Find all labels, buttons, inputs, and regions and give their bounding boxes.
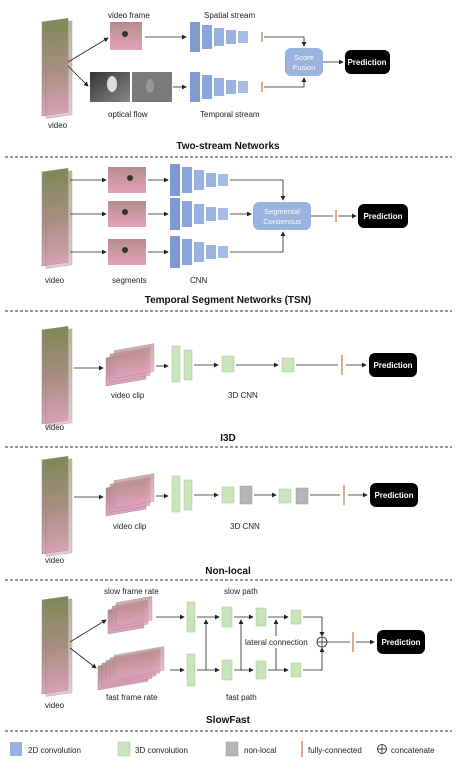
prediction-box (358, 204, 408, 228)
segments-label: segments (112, 276, 147, 285)
video-stack (41, 168, 73, 269)
cnn3d-blocks (171, 345, 295, 383)
section-title: Non-local (205, 566, 251, 577)
fast-clip-stack (97, 646, 165, 691)
video-frame-label: video frame (108, 11, 150, 20)
i3d-section: video video clip 3D CNN Prediction I3D (41, 326, 417, 444)
cnn-label: CNN (190, 276, 208, 285)
legend-item-2d: 2D convolution (10, 742, 81, 756)
conv3d-swatch (117, 741, 131, 757)
nonlocal-section: video video clip 3D CNN Prediction Non-l… (41, 456, 418, 577)
cnn3d-label: 3D CNN (230, 522, 260, 531)
arrow (303, 647, 325, 671)
prediction-box (345, 50, 390, 74)
spatial-stream-label: Spatial stream (204, 11, 255, 20)
conv2d-swatch (10, 742, 22, 756)
video-label: video (45, 701, 65, 710)
video-label: video (45, 423, 65, 432)
legend-item-fc: fully-connected (301, 741, 362, 757)
consensus-line2: Consensus (263, 217, 301, 226)
two-stream-section: video video frame optical flow Spatial s… (41, 11, 390, 152)
slow-frame-rate-label: slow frame rate (104, 587, 159, 596)
video-stack (41, 326, 73, 427)
cnn-blocks (170, 164, 228, 268)
section-title: Temporal Segment Networks (TSN) (145, 295, 312, 306)
legend-label: 3D convolution (135, 746, 188, 755)
lateral-connection-label: lateral connection (245, 638, 308, 647)
prediction-box (369, 353, 417, 377)
runner-figure (122, 31, 128, 37)
fast-path-label: fast path (226, 693, 257, 702)
legend-label: fully-connected (308, 746, 362, 755)
arrow (264, 36, 307, 47)
arrow (67, 37, 109, 63)
segment-frame (108, 167, 146, 193)
prediction-label: Prediction (363, 212, 402, 221)
slow-path-blocks (186, 601, 302, 633)
score-fusion-line1: Score (294, 53, 314, 62)
prediction-label: Prediction (373, 361, 412, 370)
tsn-section: video segments (41, 164, 408, 306)
legend-item-concat: concatenate (377, 744, 435, 755)
video-stack (41, 18, 73, 119)
prediction-label: Prediction (381, 638, 420, 647)
score-fusion-box (285, 48, 323, 76)
optical-flow-images (90, 72, 172, 102)
score-fusion-line2: Fusion (293, 63, 316, 72)
prediction-box (377, 630, 425, 654)
slow-path-label: slow path (224, 587, 258, 596)
nonlocal-swatch (225, 741, 239, 757)
cnn3d-label: 3D CNN (228, 391, 258, 400)
spatial-cnn-blocks (190, 22, 248, 52)
concatenate-icon (377, 744, 387, 754)
legend-item-nonlocal: non-local (225, 741, 277, 757)
slow-clip-stack (107, 596, 153, 635)
prediction-label: Prediction (374, 491, 413, 500)
legend-label: concatenate (391, 746, 435, 755)
prediction-box (370, 483, 418, 507)
temporal-cnn-blocks (190, 72, 248, 102)
video-label: video (45, 276, 65, 285)
section-title: SlowFast (206, 715, 251, 726)
section-title: Two-stream Networks (176, 141, 280, 152)
video-stack (41, 456, 73, 557)
temporal-stream-label: Temporal stream (200, 110, 260, 119)
video-clip-stack (105, 343, 155, 387)
prediction-label: Prediction (347, 58, 386, 67)
section-title: I3D (220, 433, 236, 444)
legend-label: non-local (244, 746, 277, 755)
video-label: video (48, 121, 68, 130)
slowfast-section: video slow frame rate fast frame rate sl… (41, 587, 425, 726)
video-stack (41, 596, 73, 697)
arrow (69, 619, 107, 643)
arrow (67, 65, 89, 87)
lateral-label-bg (244, 636, 312, 648)
optical-flow-label: optical flow (108, 110, 148, 119)
cnn3d-nonlocal-blocks (171, 475, 309, 513)
legend-item-3d: 3D convolution (117, 741, 188, 757)
arrow (264, 77, 307, 88)
fast-frame-rate-label: fast frame rate (106, 693, 158, 702)
concatenate-icon (316, 636, 328, 648)
fast-path-blocks (186, 653, 302, 687)
video-label: video (45, 556, 65, 565)
segmental-consensus-box (253, 202, 311, 230)
legend-label: 2D convolution (28, 746, 81, 755)
arrow (230, 231, 286, 253)
video-clip-stack (105, 473, 155, 517)
arrow (303, 616, 325, 637)
consensus-line1: Segmental (264, 207, 300, 216)
video-clip-label: video clip (113, 522, 147, 531)
arrow (230, 179, 286, 201)
video-clip-label: video clip (111, 391, 145, 400)
legend: 2D convolution 3D convolution non-local … (10, 741, 435, 757)
arrow (69, 647, 97, 669)
